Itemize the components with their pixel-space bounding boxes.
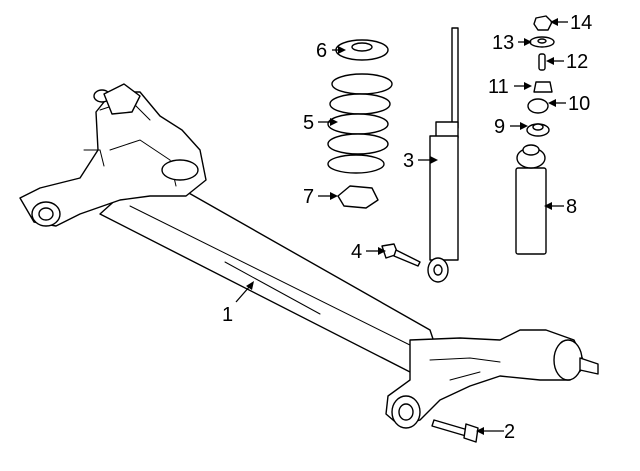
mount-washer xyxy=(526,123,550,137)
washer xyxy=(529,36,555,48)
coil-spring xyxy=(327,73,393,174)
torsion-beam xyxy=(99,187,441,373)
upper-mount xyxy=(527,98,549,114)
right-hub-stud xyxy=(579,357,599,375)
callout-8: 8 xyxy=(566,196,577,218)
callout-10: 10 xyxy=(568,93,590,115)
callout-11: 11 xyxy=(488,76,509,98)
upper-spring-insulator xyxy=(335,39,389,61)
bushing-bolt xyxy=(431,419,479,443)
callout-13: 13 xyxy=(492,32,514,54)
bushing-sleeve xyxy=(538,53,546,71)
right-hub-flange xyxy=(553,339,583,381)
lock-nut xyxy=(533,81,553,93)
callout-7: 7 xyxy=(303,186,314,208)
cap-nut xyxy=(533,15,553,31)
shock-absorber xyxy=(427,27,459,283)
left-trailing-arm xyxy=(19,91,207,227)
left-hub-flange xyxy=(103,83,141,115)
lower-spring-insulator xyxy=(337,185,379,209)
left-spring-seat xyxy=(161,159,199,181)
callout-5: 5 xyxy=(303,112,314,134)
shock-bolt xyxy=(381,243,421,267)
callout-9: 9 xyxy=(494,116,505,138)
callout-3: 3 xyxy=(403,150,414,172)
callout-leaders xyxy=(235,18,568,435)
callout-14: 14 xyxy=(570,12,592,34)
callout-12: 12 xyxy=(566,51,588,73)
callout-6: 6 xyxy=(316,40,327,62)
axle-beam-assembly xyxy=(19,83,599,429)
callout-numbers: 1 2 3 4 5 6 7 8 9 10 11 12 13 14 xyxy=(222,12,592,443)
right-trailing-arm xyxy=(385,329,587,427)
dust-boot xyxy=(515,144,547,255)
callout-2: 2 xyxy=(504,421,515,443)
callout-1: 1 xyxy=(222,304,233,326)
callout-4: 4 xyxy=(351,241,362,263)
